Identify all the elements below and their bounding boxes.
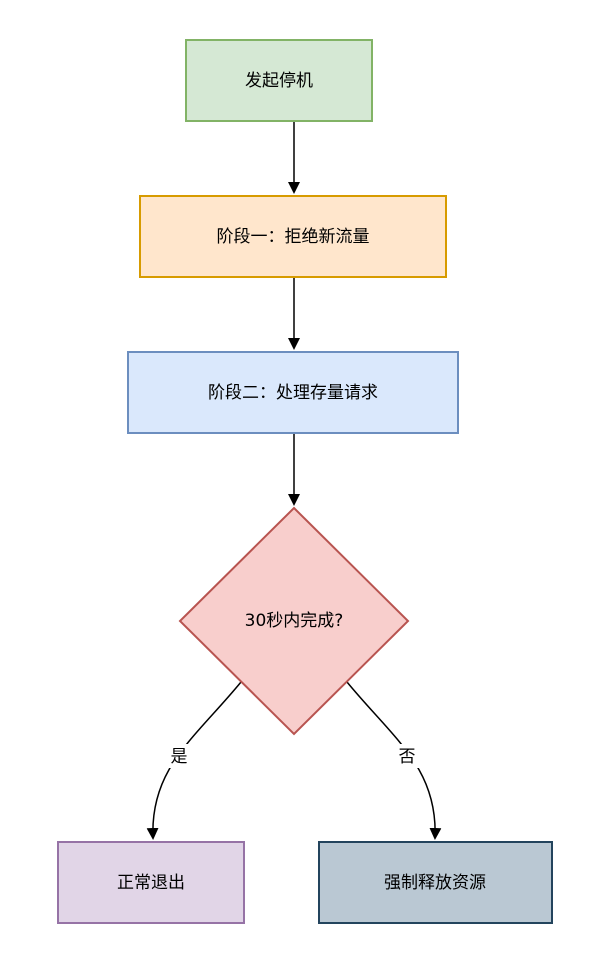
node-phase2[interactable]: 阶段二：处理存量请求	[127, 351, 459, 434]
yes-label: 是	[171, 747, 188, 767]
node-phase1[interactable]: 阶段一：拒绝新流量	[139, 195, 447, 278]
node-start-label: 发起停机	[245, 71, 313, 91]
edge-labels: 是 否	[166, 744, 420, 768]
node-force-release-label: 强制释放资源	[384, 873, 486, 893]
no-label-bg	[394, 744, 420, 768]
node-force-release[interactable]: 强制释放资源	[318, 841, 553, 924]
node-phase2-box	[127, 351, 459, 434]
node-start-box	[185, 39, 373, 122]
node-start[interactable]: 发起停机	[185, 39, 373, 122]
node-phase1-box	[139, 195, 447, 278]
yes-label-bg	[166, 744, 192, 768]
node-normal-exit[interactable]: 正常退出	[57, 841, 245, 924]
edge-decision-no	[346, 681, 442, 840]
node-phase2-label: 阶段二：处理存量请求	[208, 383, 378, 403]
node-decision[interactable]: 30秒内完成?	[178, 506, 410, 736]
node-normal-exit-box	[57, 841, 245, 924]
node-force-release-box	[318, 841, 553, 924]
node-decision-diamond	[178, 506, 410, 736]
no-label: 否	[399, 747, 416, 767]
node-normal-exit-label: 正常退出	[117, 873, 185, 893]
node-decision-label: 30秒内完成?	[245, 611, 344, 631]
node-phase1-label: 阶段一：拒绝新流量	[217, 227, 370, 247]
